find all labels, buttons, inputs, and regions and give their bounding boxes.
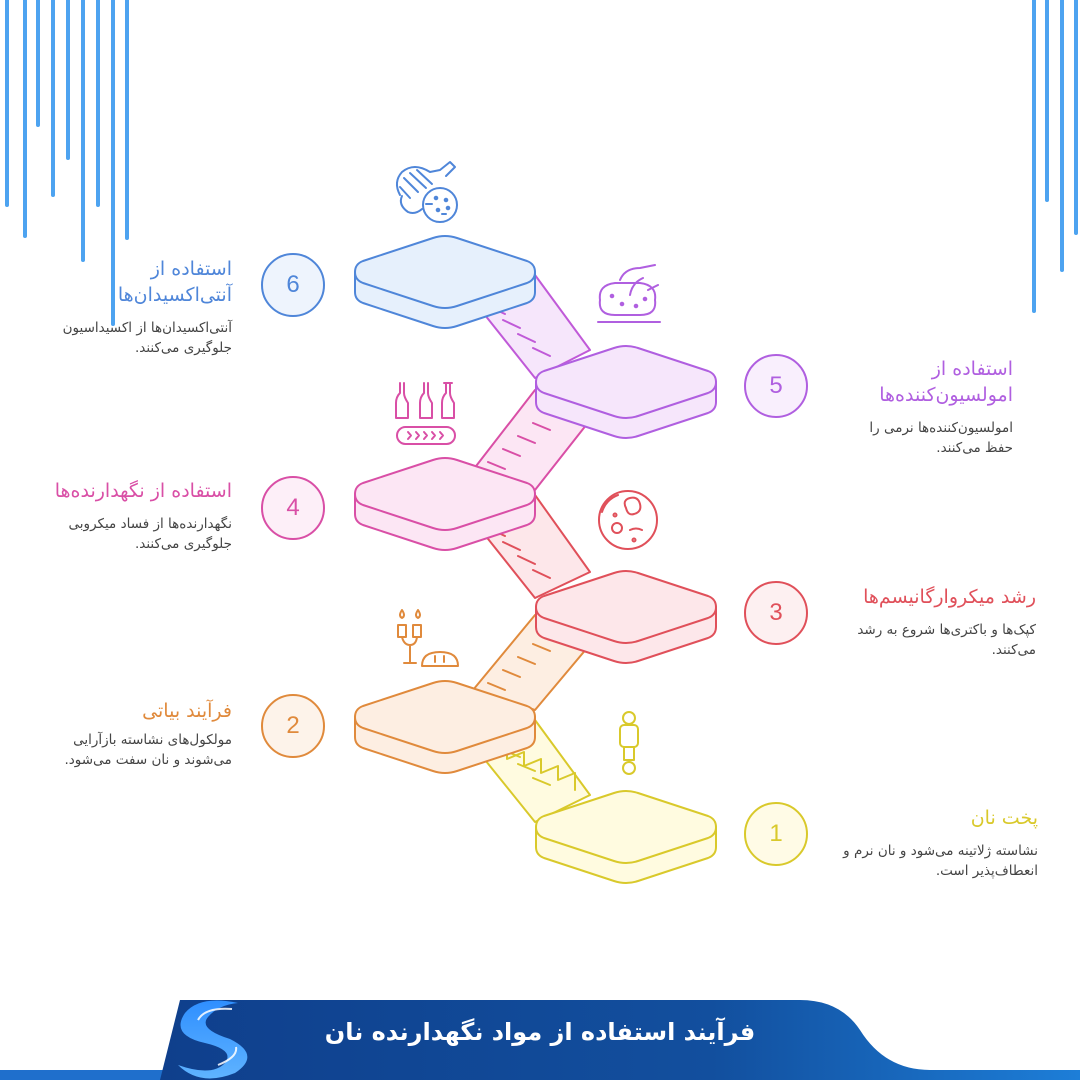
hand-dough-icon [597,264,661,323]
page-title: فرآیند استفاده از مواد نگهدارنده نان [324,1018,756,1046]
step-title: پخت نان [970,807,1038,829]
step-title: استفاده از نگهدارنده‌ها [54,480,232,502]
step-description: مولکول‌های نشاسته بازآرایی می‌شوند و نان… [64,732,232,768]
step-number-badge: 4 [261,476,325,540]
decor-line [125,0,129,240]
decor-line [1032,0,1036,313]
decor-line [1060,0,1064,272]
decor-line [111,0,115,326]
step-text-block: استفاده از نگهدارنده‌ها نگهدارنده‌ها از … [52,478,232,554]
title-banner [0,1000,1080,1080]
step-text-block: رشد میکروارگانیسم‌ها کپک‌ها و باکتری‌ها … [838,584,1036,660]
decor-line [1045,0,1049,202]
step-description: نشاسته ژلاتینه می‌شود و نان نرم و انعطاف… [843,843,1038,879]
decor-line [5,0,9,207]
step-description: امولسیون‌کننده‌ها نرمی را حفظ می‌کنند. [869,420,1013,456]
bottles-conveyor-icon [395,382,456,445]
step-number-badge: 6 [261,253,325,317]
wine-bread-icon [397,609,459,667]
step-number-badge: 1 [744,802,808,866]
step-description: آنتی‌اکسیدان‌ها از اکسیداسیون جلوگیری می… [62,320,232,356]
decor-line [96,0,100,207]
step-number-badge: 3 [744,581,808,645]
decor-line [81,0,85,262]
decor-line [36,0,40,127]
decor-line [51,0,55,197]
step-text-block: استفاده از آنتی‌اکسیدان‌ها آنتی‌اکسیدان‌… [60,256,232,358]
step-description: نگهدارنده‌ها از فساد میکروبی جلوگیری می‌… [68,516,232,552]
decor-line [66,0,70,160]
step-number-badge: 5 [744,354,808,418]
step-title: استفاده از آنتی‌اکسیدان‌ها [117,258,232,306]
step-number-badge: 2 [261,694,325,758]
petri-dish-icon [598,490,658,550]
step-title: فرآیند بیاتی [142,700,232,722]
fruit-slice-icon [396,161,458,223]
step-text-block: فرآیند بیاتی مولکول‌های نشاسته بازآرایی … [36,698,232,770]
step-text-block: پخت نان نشاسته ژلاتینه می‌شود و نان نرم … [838,805,1038,881]
decor-line [1074,0,1078,235]
step-description: کپک‌ها و باکتری‌ها شروع به رشد می‌کنند. [857,622,1036,658]
step-title: استفاده از امولسیون‌کننده‌ها [879,358,1013,406]
step-text-block: استفاده از امولسیون‌کننده‌ها امولسیون‌کن… [838,356,1013,458]
step-title: رشد میکروارگانیسم‌ها [863,586,1036,608]
decor-line [23,0,27,238]
person-icon [619,711,639,775]
